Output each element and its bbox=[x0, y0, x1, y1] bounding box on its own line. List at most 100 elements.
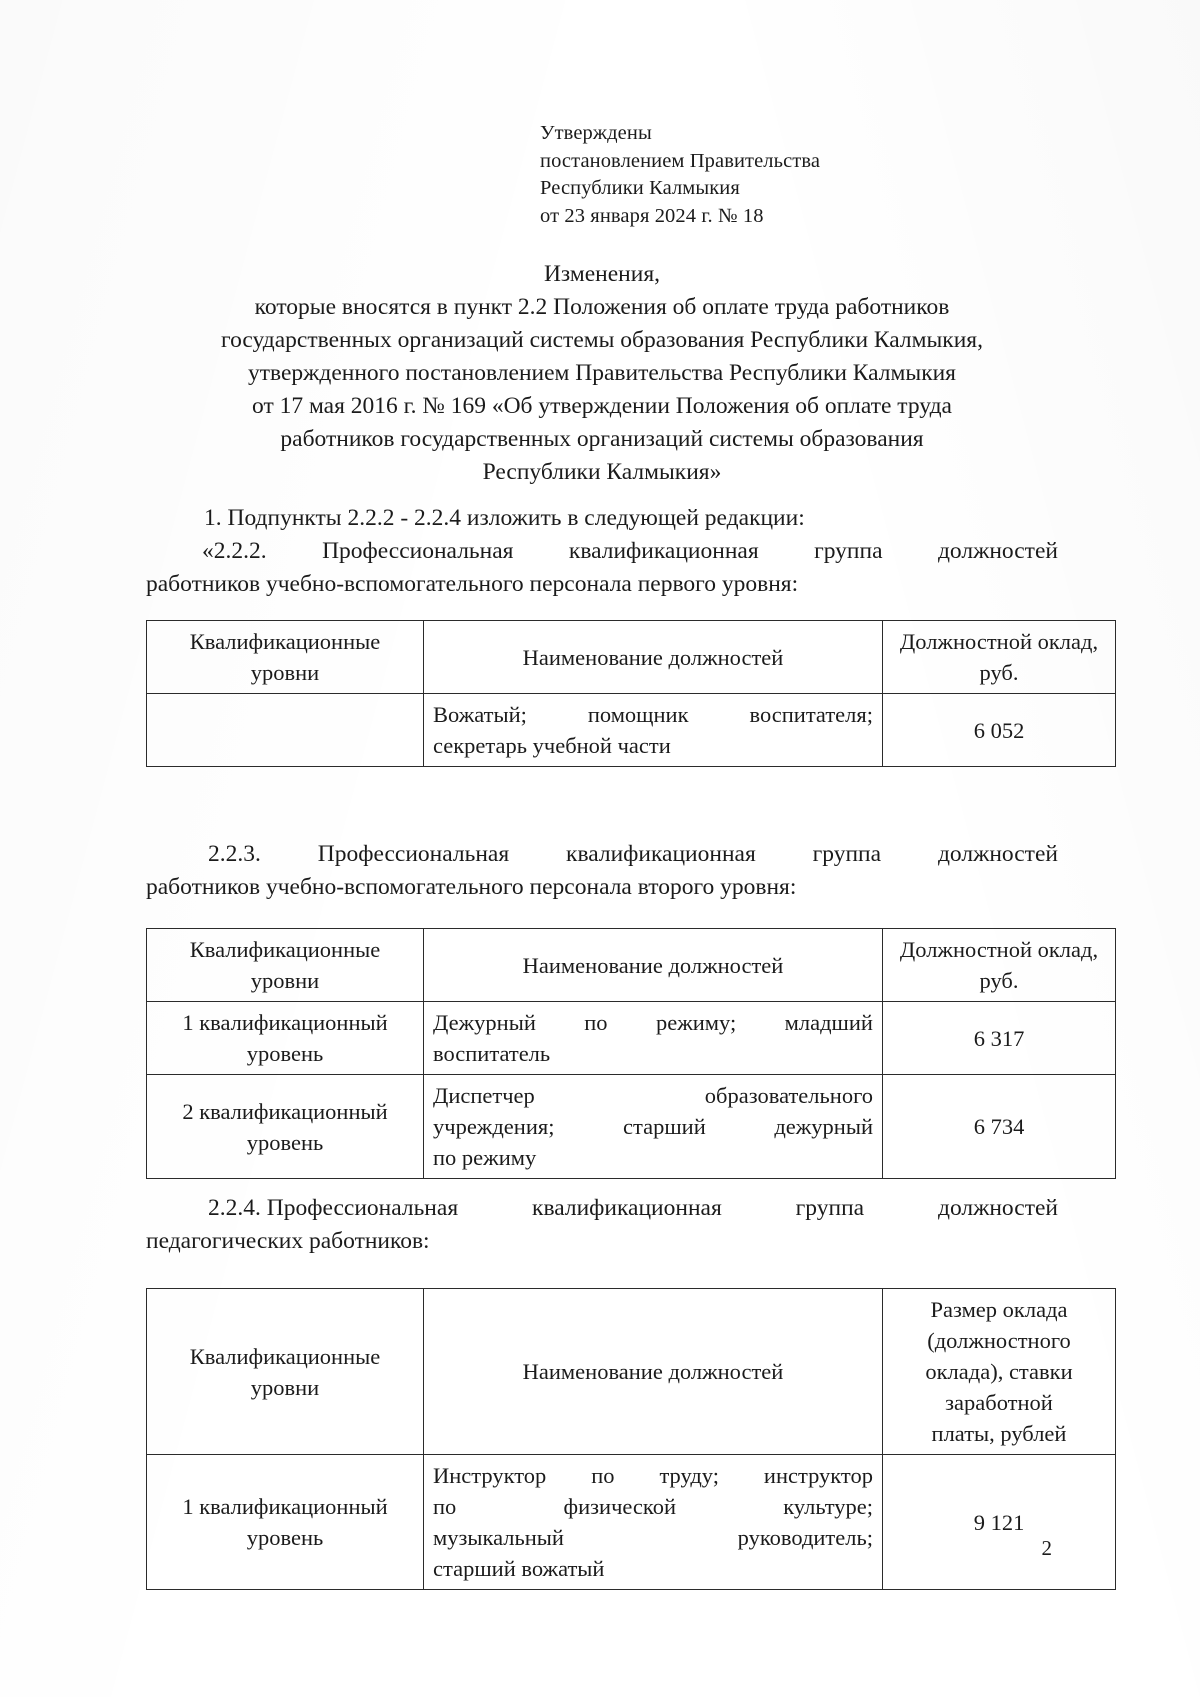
paragraph-224-line-2: педагогических работников: bbox=[146, 1228, 430, 1254]
table-row: 1 квалификационный уровень Дежурный по р… bbox=[146, 1001, 1116, 1075]
lvl-line-1: 1 квалификационный bbox=[182, 1494, 388, 1519]
lvl-line-2: уровень bbox=[246, 1129, 324, 1155]
title-line-3: государственных организаций системы обра… bbox=[221, 327, 983, 353]
title-line-5: от 17 мая 2016 г. № 169 «Об утверждении … bbox=[252, 393, 952, 419]
header-position-name: Наименование должностей bbox=[423, 1288, 883, 1455]
name-line-2: по физической культуре; bbox=[433, 1491, 873, 1522]
pay-head-line-1: Размер оклада bbox=[930, 1297, 1068, 1322]
paragraph-224: 2.2.4. Профессиональная квалификационная… bbox=[146, 1192, 1058, 1258]
nl-w4: младший bbox=[784, 1010, 873, 1035]
nl2-w1: по bbox=[433, 1494, 457, 1519]
name-line-3: музыкальный руководитель; bbox=[433, 1522, 873, 1553]
nl3-w1: музыкальный bbox=[433, 1525, 564, 1550]
title-line-7: Республики Калмыкия» bbox=[482, 459, 722, 485]
header-level: Квалификационные уровни bbox=[146, 928, 424, 1002]
paragraph-223: 2.2.3. Профессиональная квалификационная… bbox=[146, 838, 1058, 904]
header-salary: Должностной оклад, руб. bbox=[882, 928, 1116, 1002]
lvl-line-1: 1 квалификационный bbox=[182, 1010, 388, 1035]
nl2-w3: дежурный bbox=[774, 1114, 873, 1139]
p222-w4: группа bbox=[814, 538, 883, 564]
pay-head-line-5: платы, рублей bbox=[931, 1421, 1067, 1446]
cell-level bbox=[146, 693, 424, 767]
p223-w3: квалификационная bbox=[566, 841, 756, 867]
p224-w3: группа bbox=[795, 1195, 865, 1221]
pay-head-line-2: (должностного bbox=[927, 1328, 1071, 1353]
name-line-3: по режиму bbox=[433, 1145, 537, 1170]
name-line-1: Вожатый; помощник воспитателя; bbox=[433, 699, 873, 730]
nl-w1: Вожатый; bbox=[433, 702, 527, 727]
title-line-1: Изменения, bbox=[543, 261, 661, 287]
nl2-w1: учреждения; bbox=[433, 1114, 555, 1139]
cell-position-name: Дежурный по режиму; младший воспитатель bbox=[423, 1001, 883, 1075]
nl-w4: инструктор bbox=[763, 1463, 873, 1488]
document-title: Изменения, которые вносятся в пункт 2.2 … bbox=[146, 258, 1058, 489]
name-line-2: учреждения; старший дежурный bbox=[433, 1111, 873, 1142]
approval-line-3: Республики Калмыкия bbox=[540, 177, 740, 199]
p223-w4: группа bbox=[812, 841, 882, 867]
approval-block: Утверждены постановлением Правительства … bbox=[540, 120, 920, 230]
name-line-1: Диспетчер образовательного bbox=[433, 1080, 873, 1111]
nl-w1: Дежурный bbox=[433, 1010, 536, 1035]
p224-w2: квалификационная bbox=[532, 1195, 722, 1221]
name-line-2: воспитатель bbox=[433, 1041, 551, 1066]
item-1-text: 1. Подпункты 2.2.2 - 2.2.4 изложить в сл… bbox=[204, 505, 805, 531]
cell-level: 2 квалификационный уровень bbox=[146, 1074, 424, 1179]
table-224-header-row: Квалификационные уровни Наименование дол… bbox=[146, 1288, 1116, 1455]
lvl-line-2: уровень bbox=[246, 1041, 324, 1066]
title-line-4: утвержденного постановлением Правительст… bbox=[247, 360, 956, 386]
nl-w3: воспитателя; bbox=[749, 702, 873, 727]
table-row: 1 квалификационный уровень Инструктор по… bbox=[146, 1454, 1116, 1590]
title-line-2: которые вносятся в пункт 2.2 Положения о… bbox=[254, 294, 950, 320]
name-line-1: Инструктор по труду; инструктор bbox=[433, 1460, 873, 1491]
nl-w1: Инструктор bbox=[433, 1463, 547, 1488]
p222-w2: Профессиональная bbox=[322, 538, 514, 564]
header-level: Квалификационные уровни bbox=[146, 1288, 424, 1455]
p223-w2: Профессиональная bbox=[317, 841, 510, 867]
cell-level: 1 квалификационный уровень bbox=[146, 1454, 424, 1590]
lvl-line-2: уровень bbox=[246, 1525, 324, 1550]
p223-w1: 2.2.3. bbox=[208, 841, 261, 867]
lvl-line-1: 2 квалификационный bbox=[182, 1098, 388, 1124]
name-line-4: старший вожатый bbox=[433, 1556, 605, 1581]
header-position-name: Наименование должностей bbox=[423, 928, 883, 1002]
header-salary: Размер оклада (должностного оклада), ста… bbox=[882, 1288, 1116, 1455]
p222-w1: «2.2.2. bbox=[202, 538, 267, 564]
cell-level: 1 квалификационный уровень bbox=[146, 1001, 424, 1075]
nl2-w3: культуре; bbox=[783, 1494, 873, 1519]
nl-w1: Диспетчер bbox=[433, 1083, 535, 1108]
header-level: Квалификационные уровни bbox=[146, 620, 424, 694]
table-222: Квалификационные уровни Наименование дол… bbox=[146, 620, 1116, 767]
nl2-w2: физической bbox=[563, 1494, 676, 1519]
paragraph-item-1: 1. Подпункты 2.2.2 - 2.2.4 изложить в сл… bbox=[146, 502, 1058, 535]
paragraph-223-line-2: работников учебно-вспомогательного персо… bbox=[146, 874, 797, 900]
nl-w3: труду; bbox=[659, 1463, 719, 1488]
table-224: Квалификационные уровни Наименование дол… bbox=[146, 1288, 1116, 1590]
pay-head-line-3: оклада), ставки bbox=[925, 1359, 1073, 1384]
nl3-w2: руководитель; bbox=[737, 1525, 873, 1550]
approval-line-2: постановлением Правительства bbox=[540, 149, 821, 172]
cell-position-name: Диспетчер образовательного учреждения; с… bbox=[423, 1074, 883, 1179]
header-salary: Должностной оклад, руб. bbox=[882, 620, 1116, 694]
cell-position-name: Вожатый; помощник воспитателя; секретарь… bbox=[423, 693, 883, 767]
page-number: 2 bbox=[1041, 1536, 1053, 1560]
nl-w2: по bbox=[584, 1010, 608, 1035]
table-222-header-row: Квалификационные уровни Наименование дол… bbox=[146, 620, 1116, 694]
approval-line-4: от 23 января 2024 г. № 18 bbox=[540, 204, 764, 227]
table-223: Квалификационные уровни Наименование дол… bbox=[146, 928, 1116, 1179]
p222-w5: должностей bbox=[937, 538, 1058, 564]
paragraph-222-line-2: работников учебно-вспомогательного персо… bbox=[146, 571, 799, 597]
paragraph-224-line-1: 2.2.4. Профессиональная квалификационная… bbox=[146, 1192, 1058, 1225]
paragraph-223-line-1: 2.2.3. Профессиональная квалификационная… bbox=[146, 838, 1058, 871]
nl-w2: по bbox=[591, 1463, 615, 1488]
paragraph-222-line-1: «2.2.2. Профессиональная квалификационна… bbox=[146, 535, 1058, 568]
table-row: Вожатый; помощник воспитателя; секретарь… bbox=[146, 693, 1116, 767]
nl-w2: образовательного bbox=[704, 1083, 873, 1108]
cell-salary: 6 317 bbox=[882, 1001, 1116, 1075]
p224-w1: 2.2.4. Профессиональная bbox=[208, 1195, 459, 1221]
approval-line-1: Утверждены bbox=[540, 122, 652, 144]
paragraph-222: «2.2.2. Профессиональная квалификационна… bbox=[146, 535, 1058, 601]
cell-salary: 6 734 bbox=[882, 1074, 1116, 1179]
cell-salary: 6 052 bbox=[882, 693, 1116, 767]
name-line-1: Дежурный по режиму; младший bbox=[433, 1007, 873, 1038]
